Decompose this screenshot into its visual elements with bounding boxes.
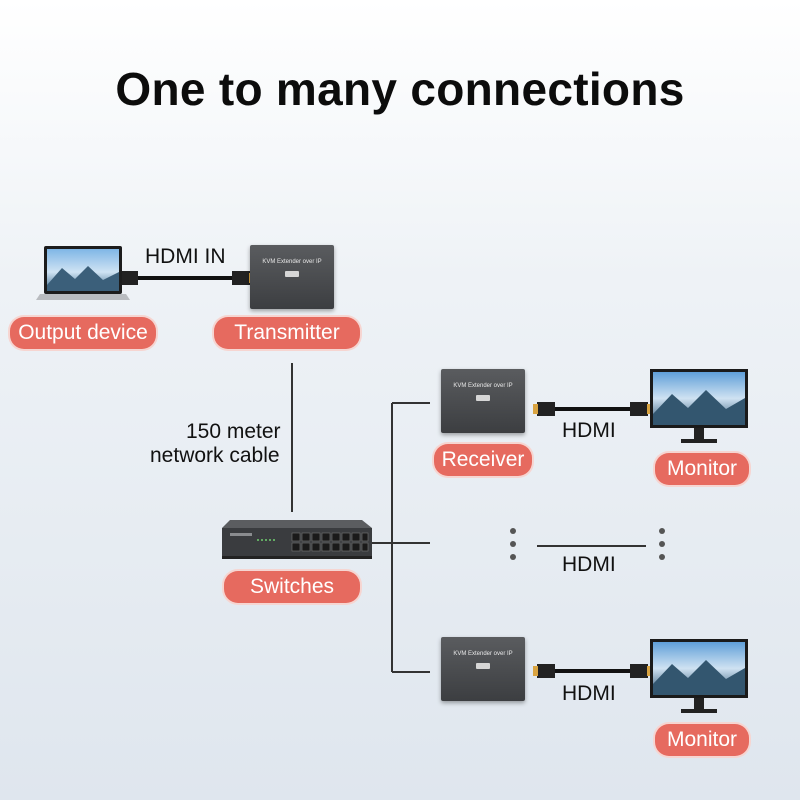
label-transmitter: Transmitter (214, 317, 360, 349)
hdmi-cable-top (533, 402, 652, 416)
laptop-icon (36, 246, 130, 300)
label-output-device: Output device (10, 317, 156, 349)
device-tag (285, 270, 299, 277)
label-monitor-bottom: Monitor (655, 724, 749, 756)
monitor-top-icon (650, 369, 748, 443)
cable-text-line1: 150 meter (186, 420, 281, 443)
receiver-bottom-device: KVM Extender over IP (441, 637, 525, 701)
cable-text-line2: network cable (150, 444, 280, 467)
hdmi-cable-bottom (533, 664, 652, 678)
label-monitor-top: Monitor (655, 453, 749, 485)
transmitter-device: KVM Extender over IP (250, 245, 334, 309)
hdmi-top-text: HDMI (562, 419, 616, 442)
receiver-top-device: KVM Extender over IP (441, 369, 525, 433)
device-tag (476, 662, 490, 669)
hdmi-cable-in (116, 271, 254, 285)
device-tag (476, 394, 490, 401)
label-switches: Switches (224, 571, 360, 603)
network-switch-icon (222, 520, 372, 559)
monitor-bottom-icon (650, 639, 748, 713)
device-text: KVM Extender over IP (453, 651, 513, 658)
device-text: KVM Extender over IP (453, 383, 513, 390)
hdmi-in-text: HDMI IN (145, 245, 226, 268)
page-title: One to many connections (115, 63, 685, 115)
hdmi-middle-text: HDMI (562, 553, 616, 576)
hdmi-bottom-text: HDMI (562, 682, 616, 705)
label-receiver: Receiver (434, 444, 532, 476)
device-text: KVM Extender over IP (262, 259, 322, 266)
